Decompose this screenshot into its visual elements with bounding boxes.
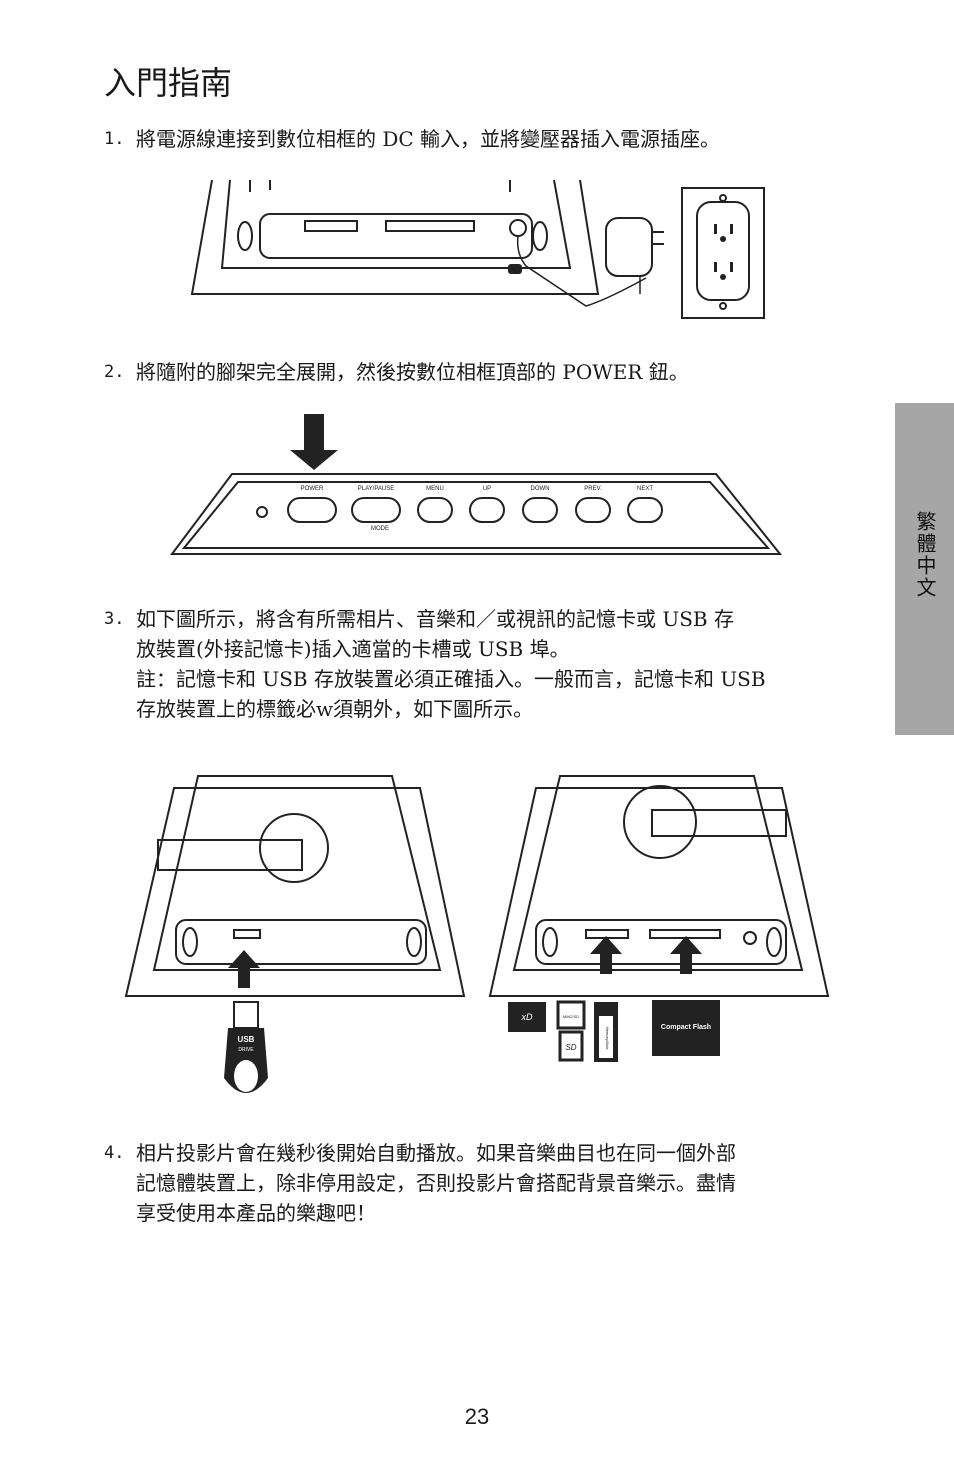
step-text: 記憶體裝置上，除非停用設定，否則投影片會搭配背景音樂示。盡情 [136,1171,736,1195]
button-label-up: UP [483,486,491,492]
button-label-play-pause: PLAY/PAUSE [358,486,394,492]
button-label-menu: MENU [426,486,444,492]
usb-drive-icon: USB DRIVE [224,1001,268,1093]
button-label-next: NEXT [637,486,653,492]
step-text: 將隨附的腳架完全展開，然後按數位相框頂部的 POWER 鈕。 [136,360,689,384]
step-text: 相片投影片會在幾秒後開始自動播放。如果音樂曲目也在同一個外部 [136,1141,736,1165]
button-label-mode: MODE [371,526,389,532]
memorystick-label: MemoryStick [605,1026,610,1049]
step-1: 1. 將電源線連接到數位相框的 DC 輸入，並將變壓器插入電源插座。 [104,124,720,154]
step-4: 4. 相片投影片會在幾秒後開始自動播放。如果音樂曲目也在同一個外部 記憶體裝置上… [104,1138,736,1228]
compact-flash-label: Compact Flash [661,1024,711,1031]
sd-card-label: SD [565,1043,576,1052]
step-text: 將電源線連接到數位相框的 DC 輸入，並將變壓器插入電源插座。 [136,127,721,151]
insert-arrow-icon [590,936,622,974]
language-side-tab: 繁體中文 [895,403,954,735]
step-text: 如下圖所示，將含有所需相片、音樂和／或視訊的記憶卡或 USB 存 [136,607,734,631]
mmc-card-label: MMC/SD [563,1014,579,1019]
figure-power-connection [190,179,765,319]
language-side-tab-label: 繁體中文 [913,511,937,599]
button-label-power: POWER [301,486,324,492]
step-number: 4. [104,1143,125,1163]
step-3: 3. 如下圖所示，將含有所需相片、音樂和／或視訊的記憶卡或 USB 存 放裝置(… [104,604,766,724]
step-number: 3. [104,609,125,629]
step-number: 1. [104,129,125,149]
press-arrow-icon [290,414,338,470]
step-number: 2. [104,362,125,382]
step-text: 放裝置(外接記憶卡)插入適當的卡槽或 USB 埠。 [136,637,570,661]
step-2: 2. 將隨附的腳架完全展開，然後按數位相框頂部的 POWER 鈕。 [104,357,689,387]
page-title: 入門指南 [104,64,233,102]
figure-usb-insert: USB DRIVE [124,775,466,1093]
figure-top-buttons: POWER PLAY/PAUSE MENU UP DOWN PREV. NEXT… [170,414,783,555]
insert-arrow-icon [670,936,702,974]
usb-label-drive: DRIVE [238,1047,254,1053]
step-note: 註：記憶卡和 USB 存放裝置必須正確插入。一般而言，記憶卡和 USB [136,667,766,691]
figure-card-insert: xD MMC/SD SD MemoryStick Compact Flash [488,775,830,1062]
step-note: 存放裝置上的標籤必w須朝外，如下圖所示。 [136,697,534,721]
xd-card-label: xD [521,1012,534,1022]
usb-label: USB [238,1035,255,1044]
step-text: 享受使用本產品的樂趣吧！ [136,1201,376,1225]
button-label-prev: PREV. [584,486,602,492]
page-number: 23 [464,1404,490,1429]
insert-arrow-icon [228,950,260,988]
button-label-down: DOWN [531,486,550,492]
memory-card-icons: xD MMC/SD SD MemoryStick Compact Flash [508,1000,720,1062]
